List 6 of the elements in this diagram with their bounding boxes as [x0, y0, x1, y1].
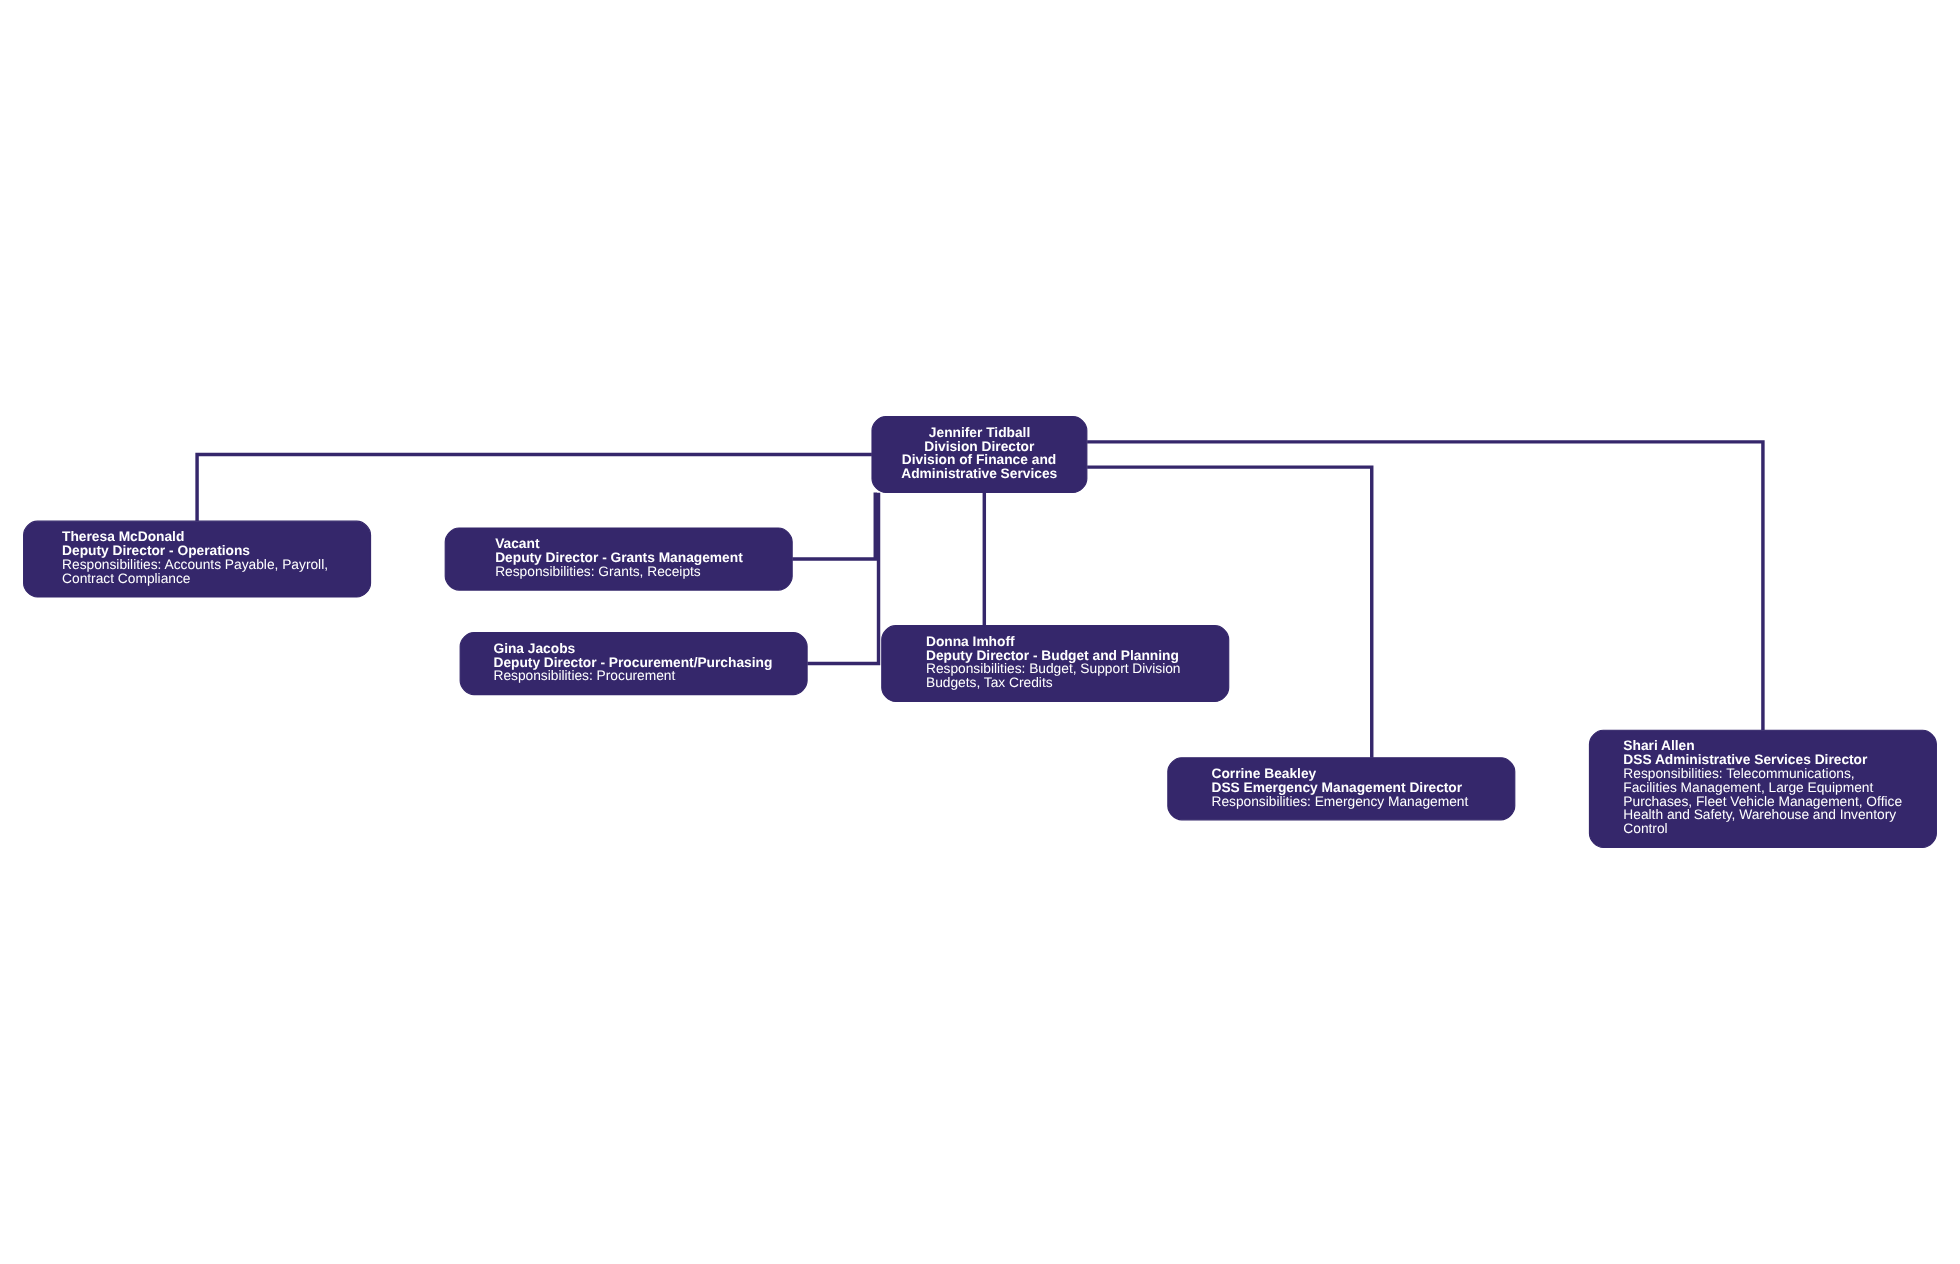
connector: [195, 452, 872, 521]
connector: [982, 492, 987, 626]
connector: [792, 492, 877, 561]
connector: [1087, 465, 1374, 758]
connector: [807, 492, 881, 666]
connector: [1087, 440, 1765, 730]
